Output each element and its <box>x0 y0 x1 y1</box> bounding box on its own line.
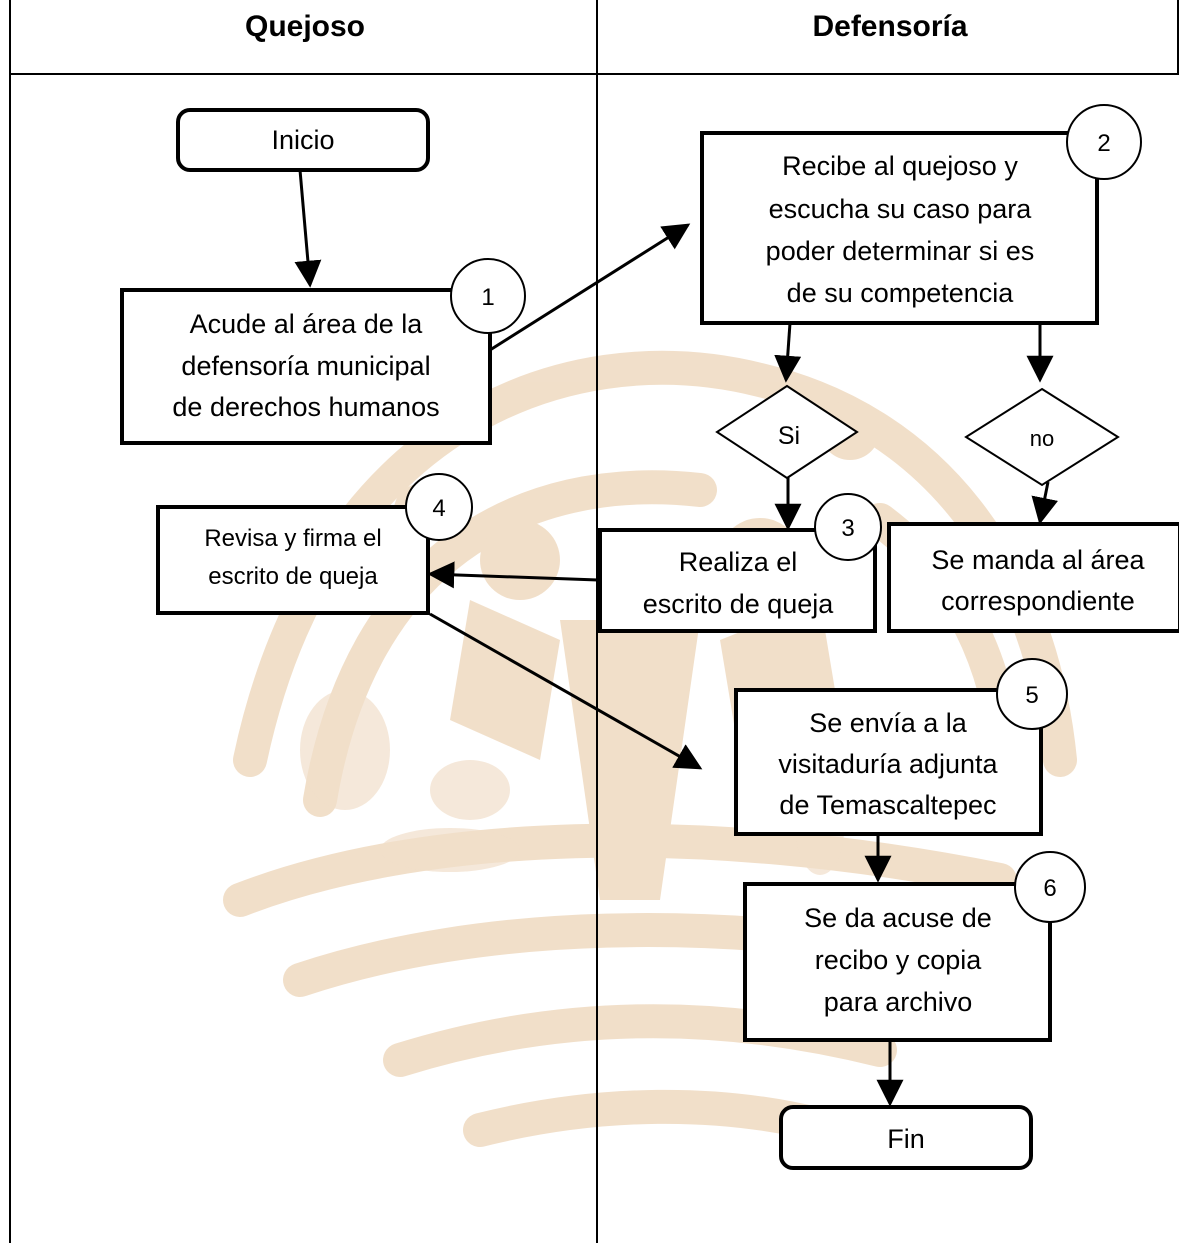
svg-text:3: 3 <box>841 515 854 542</box>
arrow-acude-recibe <box>489 223 691 352</box>
svg-text:escucha su caso para: escucha su caso para <box>769 194 1033 224</box>
swimlane-grid <box>9 0 1179 1243</box>
svg-text:correspondiente: correspondiente <box>941 586 1135 616</box>
arrow-realiza-revisa <box>427 561 599 589</box>
node-envia: Se envía a la visitaduría adjunta de Tem… <box>734 688 1043 836</box>
svg-text:escrito de queja: escrito de queja <box>208 563 378 590</box>
svg-text:escrito de queja: escrito de queja <box>643 589 835 619</box>
svg-text:Inicio: Inicio <box>271 125 334 155</box>
svg-text:defensoría municipal: defensoría municipal <box>181 351 430 381</box>
svg-text:1: 1 <box>481 284 494 311</box>
node-inicio: Inicio <box>176 108 430 172</box>
step-marker-6: 6 <box>1014 851 1086 923</box>
svg-text:Fin: Fin <box>887 1124 925 1154</box>
step-marker-2: 2 <box>1066 104 1142 180</box>
svg-text:de su competencia: de su competencia <box>787 278 1015 308</box>
arrow-revisa-envia <box>429 612 703 770</box>
svg-text:de Temascaltepec: de Temascaltepec <box>779 790 996 820</box>
arrow-no-manda <box>1031 481 1059 525</box>
step-marker-4: 4 <box>405 473 473 541</box>
svg-text:no: no <box>1030 426 1054 451</box>
svg-text:2: 2 <box>1097 130 1110 157</box>
step-marker-3: 3 <box>814 493 882 561</box>
arrow-recibe-si <box>774 322 802 383</box>
lane-header-quejoso: Quejoso <box>245 10 365 43</box>
svg-text:Revisa y firma el: Revisa y firma el <box>204 525 381 552</box>
svg-text:4: 4 <box>432 495 445 522</box>
node-acude: Acude al área de la defensoría municipal… <box>120 288 492 445</box>
svg-text:Realiza el: Realiza el <box>679 547 798 577</box>
arrow-inicio-acude <box>294 169 322 288</box>
step-marker-1: 1 <box>450 258 526 334</box>
node-acuse: Se da acuse de recibo y copia para archi… <box>743 882 1052 1042</box>
svg-text:poder determinar si es: poder determinar si es <box>766 236 1035 266</box>
svg-text:recibo y copia: recibo y copia <box>815 945 983 975</box>
svg-text:Si: Si <box>778 422 800 450</box>
svg-text:visitaduría adjunta: visitaduría adjunta <box>778 749 998 779</box>
node-fin: Fin <box>779 1105 1033 1170</box>
svg-text:6: 6 <box>1043 875 1056 902</box>
node-recibe: Recibe al quejoso y escucha su caso para… <box>700 131 1099 325</box>
svg-text:Se manda al área: Se manda al área <box>931 545 1145 575</box>
svg-text:Se envía a la: Se envía a la <box>809 708 968 738</box>
svg-text:de derechos humanos: de derechos humanos <box>172 392 439 422</box>
connectors <box>294 169 1059 883</box>
decision-si: Si <box>715 384 859 480</box>
node-revisa: Revisa y firma el escrito de queja <box>156 505 430 615</box>
svg-text:Se da acuse de: Se da acuse de <box>804 903 992 933</box>
svg-text:5: 5 <box>1025 682 1038 709</box>
svg-text:Acude al área de la: Acude al área de la <box>190 309 424 339</box>
decision-no: no <box>964 387 1120 487</box>
step-marker-5: 5 <box>996 658 1068 730</box>
lane-header-defensoria: Defensoría <box>812 10 967 43</box>
svg-text:para archivo: para archivo <box>824 987 973 1017</box>
svg-text:Recibe al quejoso y: Recibe al quejoso y <box>782 151 1018 181</box>
node-manda: Se manda al área correspondiente <box>887 522 1179 633</box>
